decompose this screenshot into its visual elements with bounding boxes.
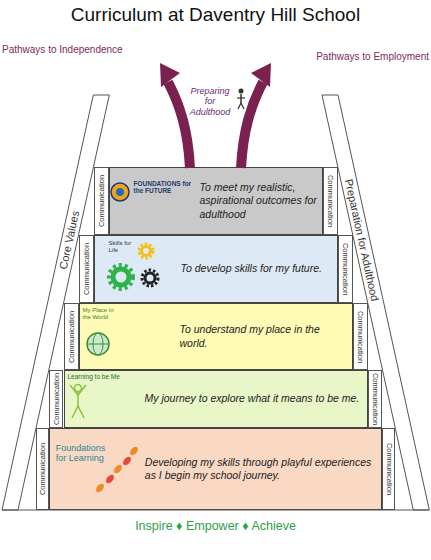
step-description: My journey to explore what it means to b… <box>145 392 360 406</box>
figure-leg <box>241 103 244 109</box>
annotation-label: Preparing for Adulthood <box>184 86 236 117</box>
column-label: Communication <box>341 243 350 295</box>
step-logo-text: Skills for Life <box>109 240 139 254</box>
step-logo-text: My Place in the World <box>83 307 117 321</box>
caption-text: Inspire ♦ Empower ♦ Achieve <box>0 519 431 533</box>
pathway-arrow <box>168 82 190 168</box>
annotation-label: Pathways to Employment <box>290 51 429 63</box>
arrow-head <box>160 63 180 87</box>
communication-column: Communication <box>382 428 395 510</box>
communication-column: Communication <box>79 235 94 303</box>
column-label: Communication <box>52 373 61 425</box>
communication-column: Communication <box>338 235 353 303</box>
step-box: Foundations for LearningDeveloping my sk… <box>49 428 382 510</box>
step-box: My Place in the World To understand my pl… <box>79 303 353 370</box>
communication-column: Communication <box>323 167 338 235</box>
step-description: To understand my place in the world. <box>180 323 345 350</box>
annotation-label: Pathways to Independence <box>2 44 162 56</box>
column-label: Communication <box>82 243 91 295</box>
step-description: Developing my skills through playful exp… <box>145 456 373 483</box>
communication-column: Communication <box>36 428 49 510</box>
step-box: FOUNDATIONS for the FUTURE To meet my rea… <box>109 167 323 235</box>
step-logo-text: FOUNDATIONS for the FUTURE <box>134 180 192 195</box>
column-label: Communication <box>38 443 47 495</box>
figure-arms <box>237 97 245 98</box>
step-box: Skills for Life To develop skills for my … <box>94 235 338 303</box>
figure-head <box>239 89 244 94</box>
figure-leg <box>238 103 241 109</box>
communication-column: Communication <box>94 167 109 235</box>
communication-column: Communication <box>64 303 79 370</box>
step-logo-text: Foundations for Learning <box>56 443 106 464</box>
column-label: Communication <box>356 310 365 362</box>
adulthood-figure <box>237 89 245 110</box>
column-label: Communication <box>384 443 393 495</box>
step-box: Learning to be Me My journey to explore w… <box>64 370 368 428</box>
column-label: Communication <box>97 175 106 227</box>
communication-column: Communication <box>49 370 64 428</box>
communication-column: Communication <box>353 303 368 370</box>
arrow-head <box>251 63 271 87</box>
diagram-title: Curriculum at Daventry Hill School <box>0 4 431 26</box>
column-label: Communication <box>67 310 76 362</box>
column-label: Communication <box>370 373 379 425</box>
step-description: To meet my realistic, aspirational outco… <box>200 181 318 222</box>
figure-body <box>240 94 242 103</box>
column-label: Communication <box>326 175 335 227</box>
step-logo-text: Learning to be Me <box>68 373 130 380</box>
communication-column: Communication <box>368 370 383 428</box>
pathway-arrow <box>241 82 263 168</box>
step-description: To develop skills for my future. <box>181 262 331 276</box>
